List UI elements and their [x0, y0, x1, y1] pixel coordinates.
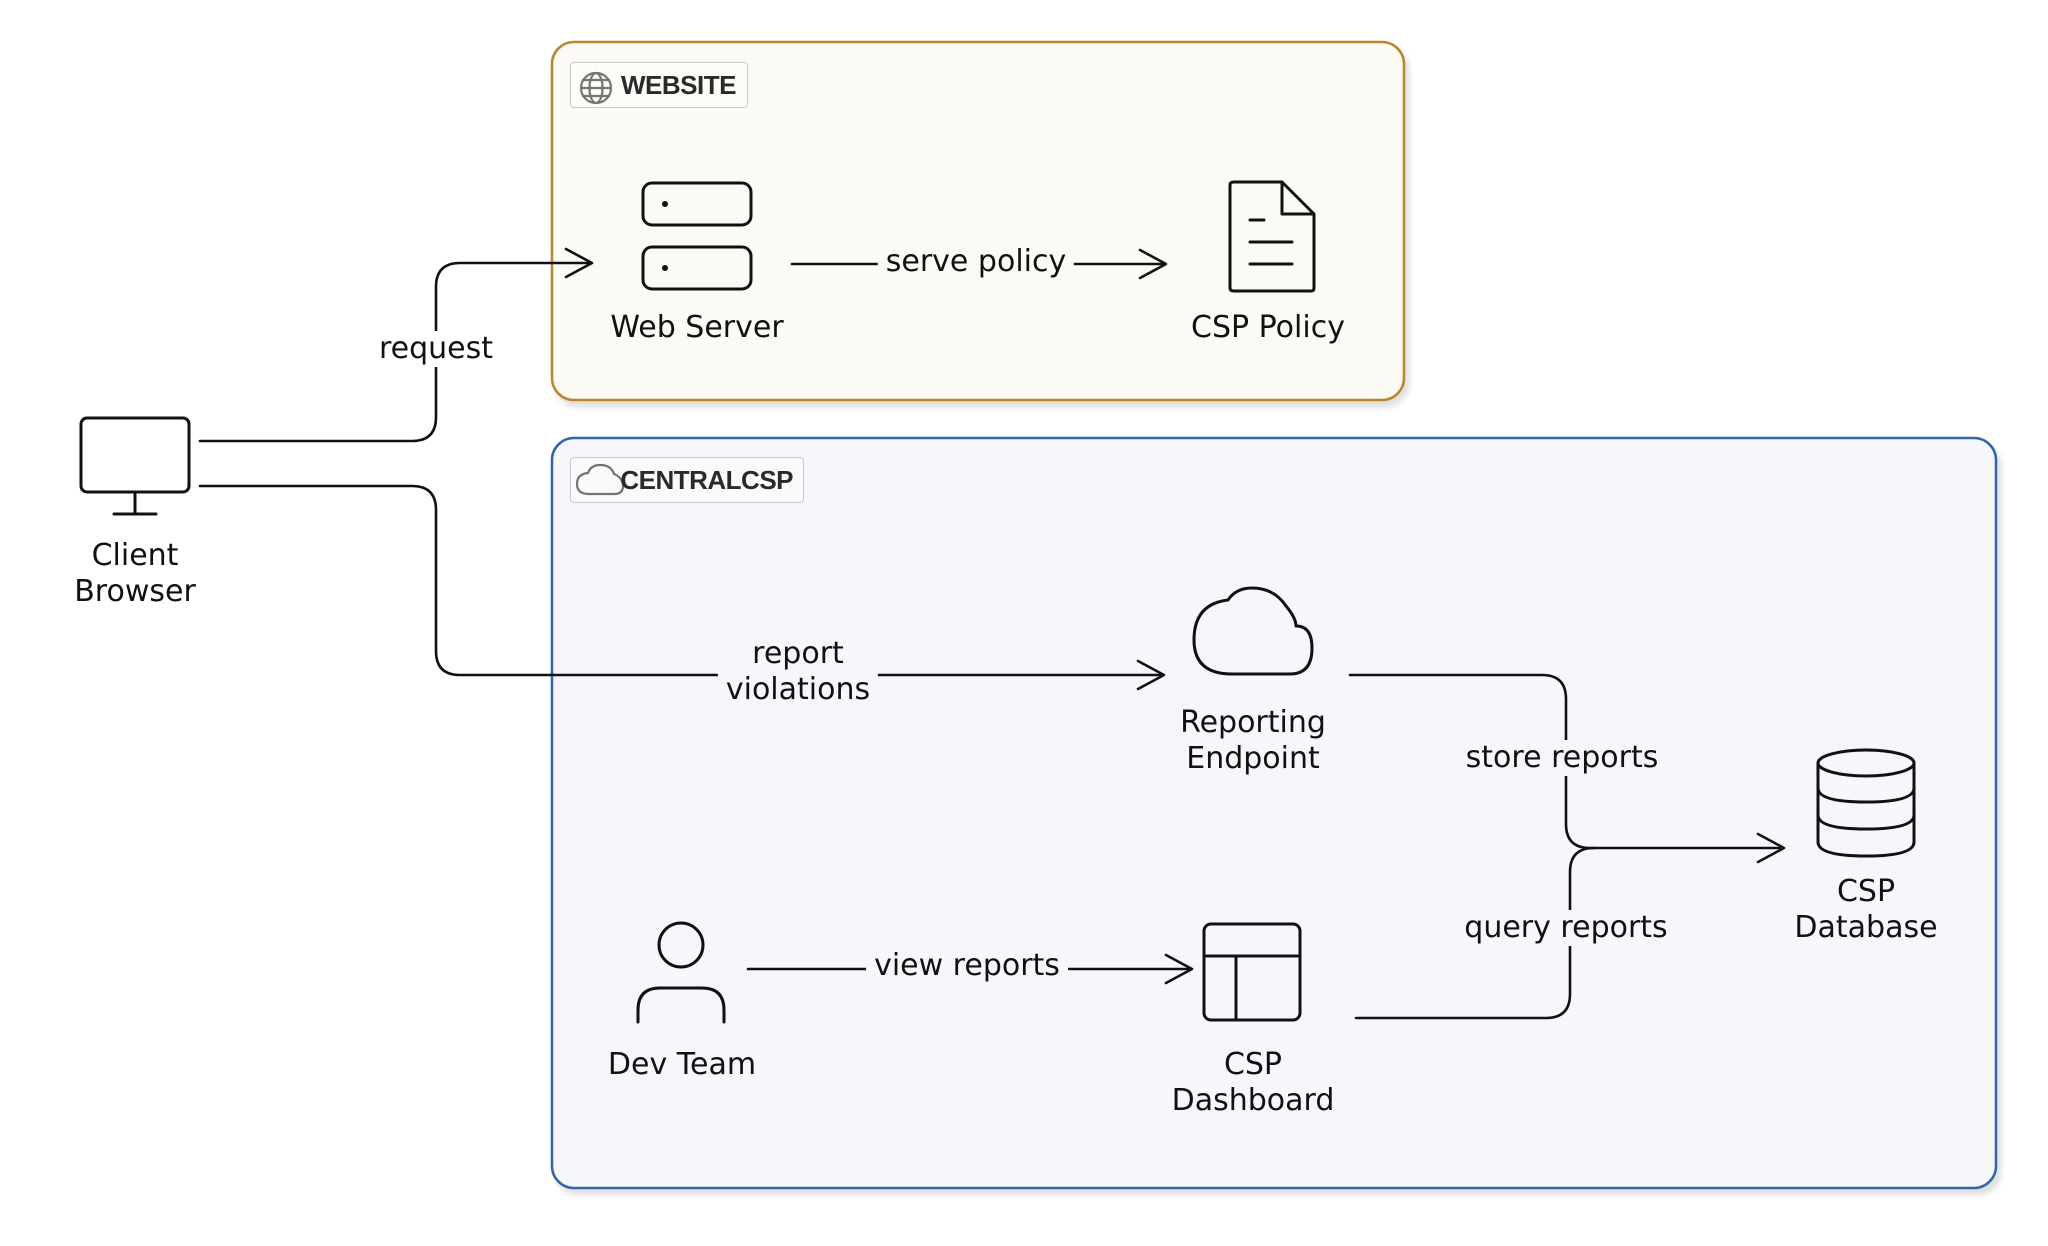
reporting-endpoint-cloud-icon	[1192, 586, 1314, 676]
arrowhead-request	[564, 247, 594, 279]
edge-label-report-violations: report violations	[717, 636, 879, 708]
user-icon	[636, 921, 726, 1024]
centralcsp-group-title: CENTRALCSP	[620, 464, 793, 495]
client-browser-label-line2: Browser	[74, 574, 196, 609]
website-group-tag: WEBSITE	[570, 62, 748, 108]
web-server-label: Web Server	[610, 310, 784, 345]
client-browser-label-line1: Client	[91, 538, 179, 573]
csp-dashboard-label-line1: CSP	[1223, 1047, 1283, 1082]
centralcsp-group-tag: CENTRALCSP	[570, 457, 804, 503]
dashboard-icon	[1202, 922, 1302, 1022]
arrowhead-view-reports	[1164, 953, 1194, 985]
csp-database-label-line1: CSP	[1836, 874, 1896, 909]
edge-label-query-reports: query reports	[1456, 910, 1676, 946]
edge-label-report-violations-line1: report	[752, 636, 844, 671]
server-icon	[641, 181, 753, 291]
reporting-endpoint-label: Reporting Endpoint	[1180, 705, 1326, 777]
database-icon	[1816, 748, 1916, 858]
centralcsp-group	[550, 436, 1998, 1190]
website-group-title: WEBSITE	[621, 69, 736, 100]
edge-report-violations	[198, 484, 1162, 677]
csp-dashboard-label-line2: Dashboard	[1171, 1083, 1335, 1118]
edge-label-view-reports: view reports	[866, 948, 1068, 984]
globe-icon	[579, 71, 613, 105]
csp-policy-label: CSP Policy	[1191, 310, 1345, 345]
csp-dashboard-label: CSP Dashboard	[1172, 1047, 1335, 1119]
edge-query-reports	[1354, 846, 1596, 1020]
csp-database-label: CSP Database	[1794, 874, 1937, 946]
csp-database-label-line2: Database	[1794, 910, 1938, 945]
arrowhead-serve-policy	[1138, 248, 1168, 280]
cloud-icon	[575, 463, 625, 496]
dev-team-label: Dev Team	[607, 1047, 757, 1082]
reporting-endpoint-label-line2: Endpoint	[1186, 741, 1320, 776]
website-group	[550, 40, 1406, 402]
document-icon	[1228, 180, 1316, 293]
client-browser-label: Client Browser	[74, 538, 196, 610]
edge-label-request: request	[370, 331, 502, 367]
arrowhead-store-reports	[1756, 832, 1786, 864]
arrowhead-report-violations	[1136, 659, 1166, 691]
edge-label-report-violations-line2: violations	[725, 672, 871, 707]
monitor-icon	[79, 416, 191, 516]
edge-label-store-reports: store reports	[1457, 740, 1667, 776]
edge-label-serve-policy: serve policy	[877, 244, 1075, 280]
reporting-endpoint-label-line1: Reporting	[1180, 705, 1326, 740]
